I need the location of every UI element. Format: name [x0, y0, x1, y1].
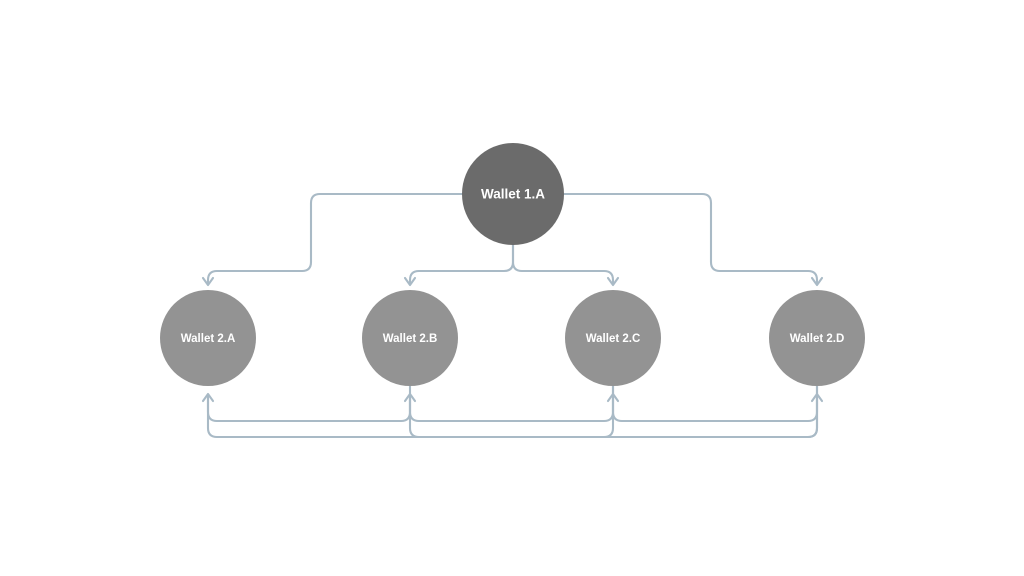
- edge-root-to-wallet-2b: [403, 243, 515, 287]
- edge-wallet-2a-to-wallet-2d: [611, 392, 824, 439]
- node-wallet-2d-label: Wallet 2.D: [790, 333, 845, 345]
- edge-wallet-2b-to-wallet-2a: [201, 384, 412, 423]
- node-wallet-1a-label: Wallet 1.A: [481, 187, 545, 202]
- edge-root-to-wallet-2d: [562, 192, 824, 287]
- node-wallet-2d-shape[interactable]: [769, 290, 865, 386]
- node-wallet-1a[interactable]: Wallet 1.A: [462, 143, 564, 245]
- node-wallet-2c-label: Wallet 2.C: [586, 333, 641, 345]
- node-wallet-2a[interactable]: Wallet 2.A: [160, 290, 256, 386]
- node-wallet-1a-shape[interactable]: [462, 143, 564, 245]
- edge-wallet-2c-to-wallet-2b: [403, 384, 615, 423]
- node-wallet-2b-label: Wallet 2.B: [383, 333, 438, 345]
- node-wallet-2c-shape[interactable]: [565, 290, 661, 386]
- node-wallet-2b-shape[interactable]: [362, 290, 458, 386]
- edge-wallet-2c-to-wallet-2a: [206, 384, 615, 439]
- node-wallet-2a-shape[interactable]: [160, 290, 256, 386]
- node-wallet-2c[interactable]: Wallet 2.C: [565, 290, 661, 386]
- edge-root-to-wallet-2a: [201, 192, 464, 287]
- node-wallet-2d[interactable]: Wallet 2.D: [769, 290, 865, 386]
- edge-wallet-2d-to-wallet-2c: [606, 384, 819, 423]
- node-wallet-2b[interactable]: Wallet 2.B: [362, 290, 458, 386]
- edge-root-to-wallet-2c: [511, 243, 620, 287]
- node-wallet-2a-label: Wallet 2.A: [181, 333, 236, 345]
